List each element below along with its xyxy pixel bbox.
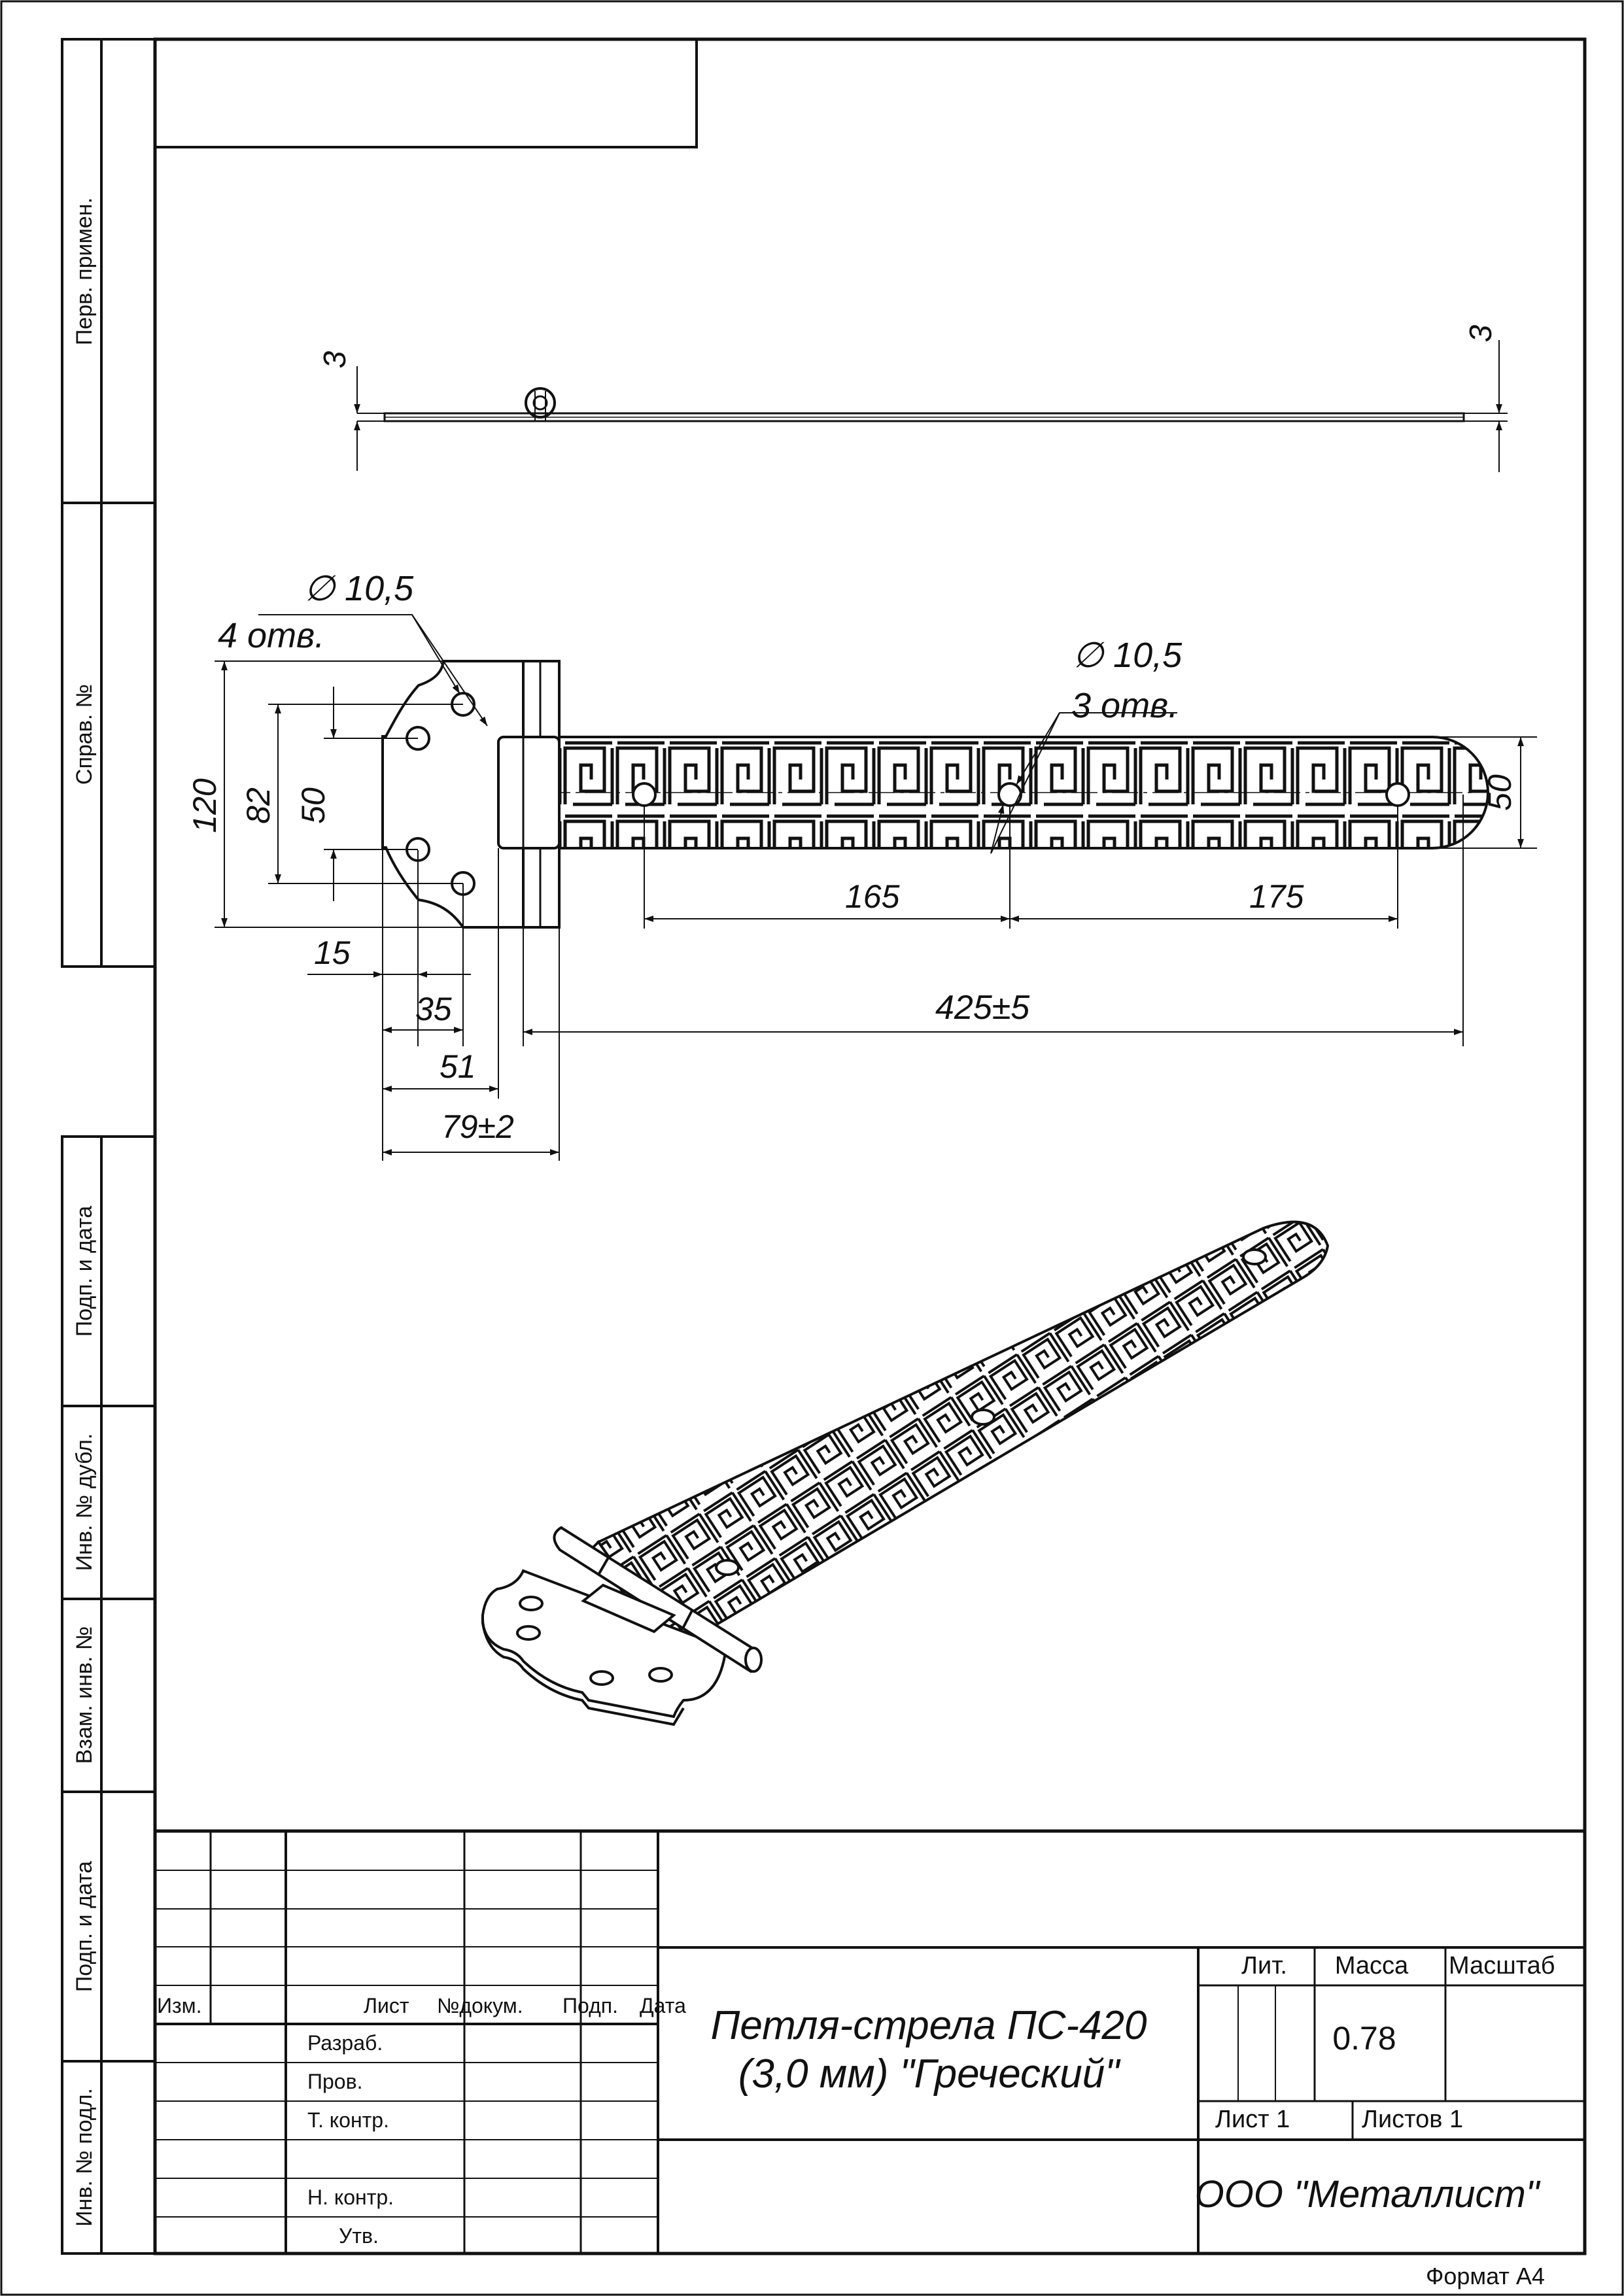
side-view bbox=[354, 340, 1508, 472]
dim-plate-height: 120 bbox=[186, 778, 223, 833]
dim-strap-width: 50 bbox=[1481, 774, 1518, 811]
margin-column bbox=[61, 38, 156, 2255]
dim-strap-hole-2-3: 175 bbox=[1249, 878, 1304, 915]
strap-hole-1 bbox=[632, 782, 657, 807]
format-label: Формат А4 bbox=[1426, 2263, 1545, 2289]
callout-strap-holes-count: 3 отв. bbox=[1071, 686, 1178, 725]
row-utv: Утв. bbox=[339, 2224, 379, 2248]
dim-outer-holes: 82 bbox=[240, 787, 277, 824]
sheet-count: Листов 1 bbox=[1362, 2106, 1463, 2133]
title-block-lines bbox=[153, 1829, 1587, 2255]
row-nkontr: Н. контр. bbox=[307, 2185, 394, 2209]
col-date: Дата bbox=[640, 1994, 686, 2017]
callout-plate-holes-count: 4 отв. bbox=[218, 616, 324, 655]
mass-label: Масса bbox=[1335, 1952, 1409, 1979]
dim-strap-hole-1-2: 165 bbox=[845, 878, 900, 915]
strap-hole-3 bbox=[1385, 782, 1410, 807]
isometric-view bbox=[481, 1220, 1330, 1726]
callout-plate-holes-diameter: ∅ 10,5 bbox=[304, 569, 414, 608]
margin-label-inv-podl: Инв. № подл. bbox=[72, 2088, 97, 2227]
title-block-text: Изм. Лист №докум. Подп. Дата Разраб. Про… bbox=[157, 1952, 1555, 2248]
col-sign: Подп. bbox=[562, 1994, 618, 2017]
margin-label-vzam-inv: Взам. инв. № bbox=[72, 1626, 97, 1764]
margin-label-inv-dubl: Инв. № дубл. bbox=[72, 1433, 97, 1571]
row-prov: Пров. bbox=[307, 2070, 362, 2093]
col-izm: Изм. bbox=[157, 1994, 202, 2017]
scale-label: Масштаб bbox=[1449, 1952, 1555, 1979]
dim-total-plate: 79±2 bbox=[441, 1108, 514, 1145]
drawing-border bbox=[153, 37, 1587, 2255]
side-pin-knuckle bbox=[525, 387, 556, 419]
dim-plate-to-knuckle: 51 bbox=[440, 1048, 476, 1085]
lit-label: Лит. bbox=[1241, 1952, 1287, 1979]
title-line-2: (3,0 мм) "Греческий" bbox=[738, 2051, 1122, 2097]
mass-value: 0.78 bbox=[1332, 2020, 1396, 2057]
strap-knuckle bbox=[497, 736, 561, 849]
top-left-cell bbox=[154, 38, 698, 148]
sheet-number: Лист 1 bbox=[1215, 2106, 1290, 2133]
margin-labels: Перв. примен. Справ. № Подп. и дата Инв.… bbox=[72, 197, 97, 2227]
dim-edge-to-hole: 15 bbox=[314, 934, 351, 971]
margin-label-podp-data-1: Подп. и дата bbox=[72, 1206, 97, 1337]
front-dimension-text: ∅ 10,5 4 отв. ∅ 10,5 3 отв. 120 82 50 15… bbox=[186, 569, 1518, 1145]
margin-label-podp-data-2: Подп. и дата bbox=[72, 1861, 97, 1992]
col-doc: №докум. bbox=[437, 1994, 523, 2017]
front-dimensions bbox=[215, 614, 1537, 1161]
iso-strap bbox=[596, 1220, 1330, 1652]
dim-side-thickness-left: 3 bbox=[318, 351, 353, 368]
dim-holes-horizontal: 35 bbox=[415, 991, 452, 1027]
dim-strap-length: 425±5 bbox=[935, 989, 1030, 1027]
company-name: ООО "Металлист" bbox=[1195, 2173, 1541, 2216]
dim-inner-holes: 50 bbox=[295, 787, 332, 824]
callout-strap-holes-diameter: ∅ 10,5 bbox=[1073, 636, 1183, 675]
row-razrab: Разраб. bbox=[307, 2031, 383, 2055]
row-tkontr: Т. контр. bbox=[307, 2108, 389, 2132]
dim-side-thickness-right: 3 bbox=[1464, 324, 1498, 342]
strap-hole-2 bbox=[997, 782, 1022, 807]
margin-label-sprav: Справ. № bbox=[72, 684, 97, 785]
margin-label-perv-primen: Перв. примен. bbox=[72, 197, 97, 345]
front-view bbox=[381, 660, 1489, 929]
title-line-1: Петля-стрела ПС-420 bbox=[710, 2003, 1147, 2048]
col-list: Лист bbox=[364, 1994, 409, 2017]
